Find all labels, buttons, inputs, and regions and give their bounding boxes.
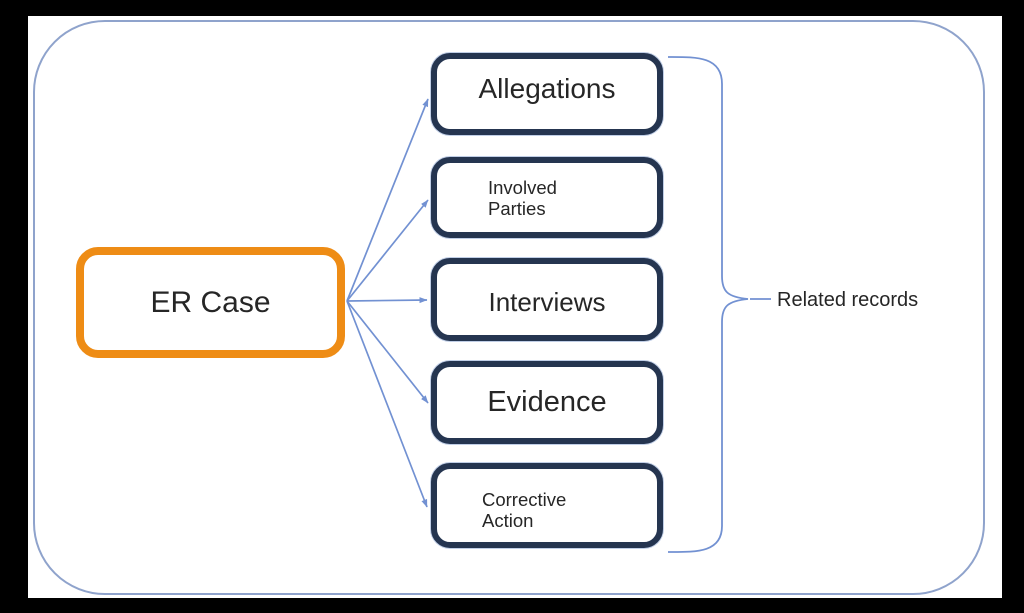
corrective-action-box: Corrective Action xyxy=(431,463,663,548)
allegations-label: Allegations xyxy=(478,73,616,104)
evidence-box: Evidence xyxy=(431,361,663,444)
er-case-label: ER Case xyxy=(150,285,271,319)
evidence-label: Evidence xyxy=(487,386,607,418)
diagram-rounded-border xyxy=(33,20,985,595)
interviews-box: Interviews xyxy=(431,258,663,341)
arrow-ercase-to-evidence xyxy=(346,300,429,404)
corrective-action-label: Corrective Action xyxy=(482,488,567,531)
arrow-ercase-to-corrective-action xyxy=(346,300,428,508)
involved-parties-label: Involved Parties xyxy=(488,176,557,219)
interviews-label: Interviews xyxy=(488,287,606,317)
er-case-box: ER Case xyxy=(76,247,345,358)
arrow-ercase-to-allegations xyxy=(346,98,429,302)
allegations-box: Allegations xyxy=(431,53,663,135)
arrow-ercase-to-involved-parties xyxy=(346,199,429,302)
arrow-ercase-to-interviews xyxy=(346,297,428,304)
involved-parties-box: Involved Parties xyxy=(431,157,663,238)
related-records-brace xyxy=(667,56,749,553)
related-records-label: Related records xyxy=(777,289,919,311)
